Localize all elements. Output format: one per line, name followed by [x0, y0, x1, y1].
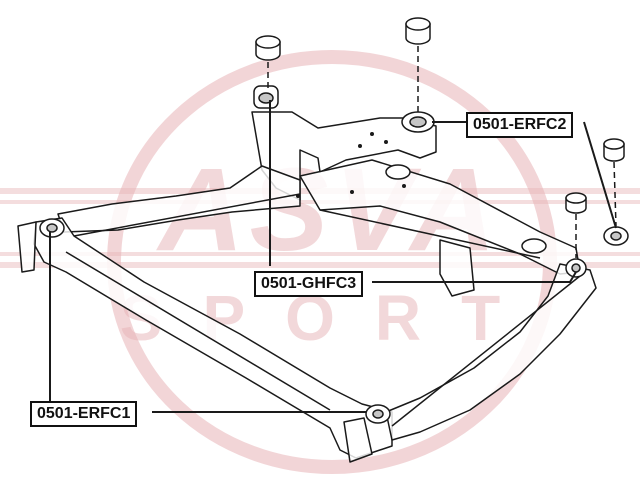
bushing-ghfc3-rear [253, 85, 279, 109]
bushing-cap-right [565, 192, 587, 214]
assembly-lines [267, 46, 617, 258]
bushing-cap-far-right [603, 138, 625, 162]
callout-0501-ghfc3: 0501-GHFC3 [254, 271, 364, 297]
leader-erfc2 [432, 121, 617, 229]
exploded-bushing-caps [255, 17, 625, 214]
leader-ghfc3 [269, 100, 577, 283]
frame-holes [296, 132, 406, 198]
right-side-member [385, 263, 597, 441]
left-flange [17, 221, 37, 273]
leader-erfc1 [49, 232, 366, 413]
bushing-cap-top-center [405, 17, 431, 45]
bushing-erfc1-left [39, 218, 65, 238]
bushing-erfc2-right [603, 226, 629, 246]
bushing-erfc1-lower [365, 404, 391, 424]
lower-bracket [343, 417, 373, 463]
bushings [39, 85, 629, 424]
bushing-erfc2-seat [401, 111, 435, 133]
leader-lines [49, 100, 617, 413]
callout-0501-erfc2: 0501-ERFC2 [466, 112, 574, 138]
callout-0501-erfc1: 0501-ERFC1 [30, 401, 138, 427]
bushing-ghfc3-right [565, 258, 587, 278]
left-arm [57, 165, 301, 233]
front-beam [33, 217, 393, 459]
bushing-cap-top-left [255, 35, 281, 61]
